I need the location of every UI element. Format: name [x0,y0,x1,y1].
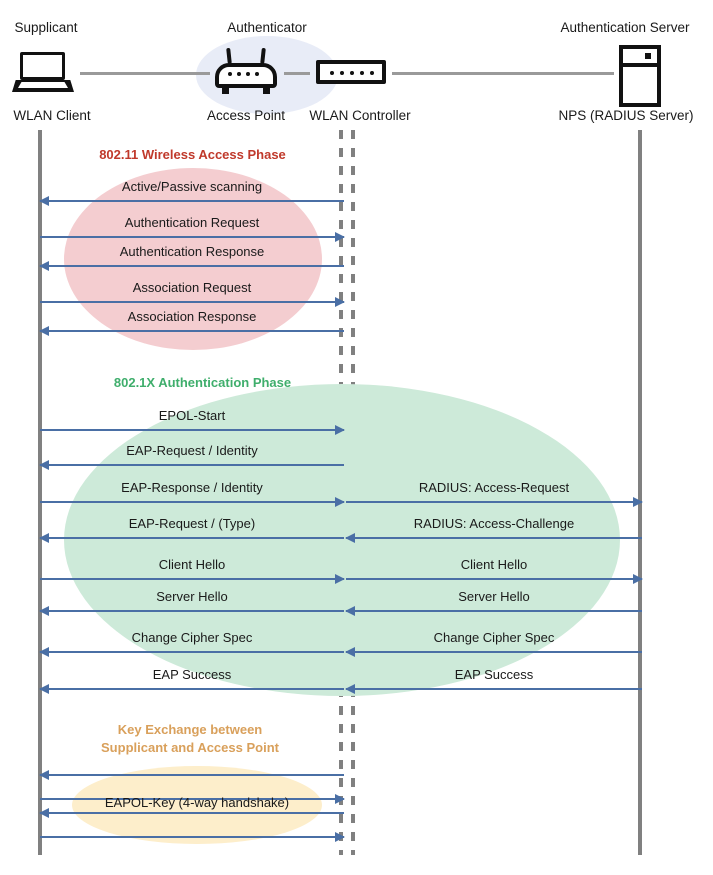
actor-role-supplicant: Supplicant [14,20,78,35]
message-label: EAP Success [454,667,534,682]
access-point-icon [215,47,277,94]
message-label: EPOL-Start [158,408,226,423]
message-label: Association Request [132,280,252,295]
phase-title-wireless-access: 802.11 Wireless Access Phase [99,147,286,162]
message-label: EAP-Request / Identity [126,443,258,458]
phase-blob-key-exchange [72,766,322,844]
actor-device-access-point: Access Point [206,108,286,123]
wire-controller-to-server [392,72,614,75]
message-label: RADIUS: Access-Challenge [413,516,575,531]
wire-ap-to-controller [284,72,310,75]
message-label: Change Cipher Spec [433,630,555,645]
server-icon [619,45,661,107]
message-label: EAP-Request / (Type) [128,516,256,531]
message-label: Authentication Request [124,215,260,230]
actor-role-authenticator: Authenticator [227,20,307,35]
phase-title-dot1x-auth: 802.1X Authentication Phase [113,375,292,390]
phase-title-key-exchange-line2: Supplicant and Access Point [101,740,279,755]
lifeline-authentication-server [638,130,642,855]
message-label: Client Hello [460,557,528,572]
lifeline-supplicant [38,130,42,855]
message-label: RADIUS: Access-Request [418,480,570,495]
message-label: Active/Passive scanning [121,179,263,194]
actor-device-wlan-client: WLAN Client [13,108,91,123]
wire-client-to-ap [80,72,210,75]
message-label: Server Hello [458,589,530,604]
laptop-icon [12,52,74,94]
phase-blob-wireless-access [64,168,322,350]
actor-device-nps-radius-server: NPS (RADIUS Server) [558,108,694,123]
actor-device-wlan-controller: WLAN Controller [309,108,411,123]
phase-title-key-exchange-line1: Key Exchange between [117,722,263,737]
phase-blob-dot1x-auth [64,384,620,696]
message-label: Association Response [127,309,257,324]
actor-role-authentication-server: Authentication Server [560,20,690,35]
wlan-controller-icon [316,60,386,84]
message-label-eapol-key-handshake: EAPOL-Key (4-way handshake) [104,795,290,810]
message-label: Client Hello [158,557,226,572]
message-label: EAP-Response / Identity [121,480,263,495]
message-label: EAP Success [152,667,232,682]
message-label: Server Hello [156,589,228,604]
message-label: Authentication Response [119,244,265,259]
message-label: Change Cipher Spec [131,630,253,645]
